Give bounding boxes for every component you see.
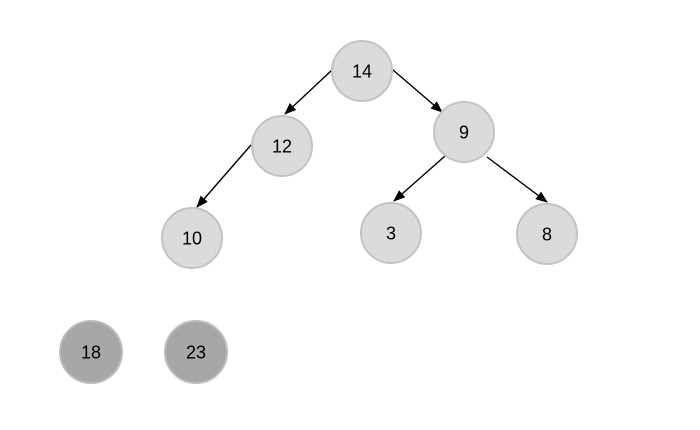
edge-n12-n10 — [196, 144, 252, 208]
node-value: 3 — [386, 223, 396, 243]
tree-node-12: 12 — [251, 115, 313, 177]
tree-node-23: 23 — [164, 320, 228, 384]
node-value: 8 — [542, 224, 552, 244]
node-value: 14 — [352, 61, 372, 81]
tree-node-8: 8 — [516, 203, 578, 265]
node-value: 18 — [81, 342, 101, 362]
edge-n14-n9 — [392, 69, 443, 113]
node-circle — [433, 101, 495, 163]
nodes-layer: 14 12 9 10 3 8 18 23 — [59, 40, 578, 384]
tree-node-9: 9 — [433, 101, 495, 163]
tree-node-14: 14 — [331, 40, 393, 102]
edge-n14-n12 — [284, 69, 333, 115]
node-value: 10 — [182, 228, 202, 248]
node-circle — [161, 207, 223, 269]
node-circle — [331, 40, 393, 102]
edge-n9-n8 — [486, 156, 548, 203]
node-circle — [516, 203, 578, 265]
node-circle — [251, 115, 313, 177]
node-circle — [360, 202, 422, 264]
node-value: 23 — [186, 342, 206, 362]
tree-node-3: 3 — [360, 202, 422, 264]
tree-node-10: 10 — [161, 207, 223, 269]
tree-node-18: 18 — [59, 320, 123, 384]
edge-n9-n3 — [393, 155, 446, 202]
node-circle — [164, 320, 228, 384]
edges-layer — [196, 69, 548, 208]
node-value: 12 — [272, 136, 292, 156]
node-circle — [59, 320, 123, 384]
node-value: 9 — [459, 122, 469, 142]
